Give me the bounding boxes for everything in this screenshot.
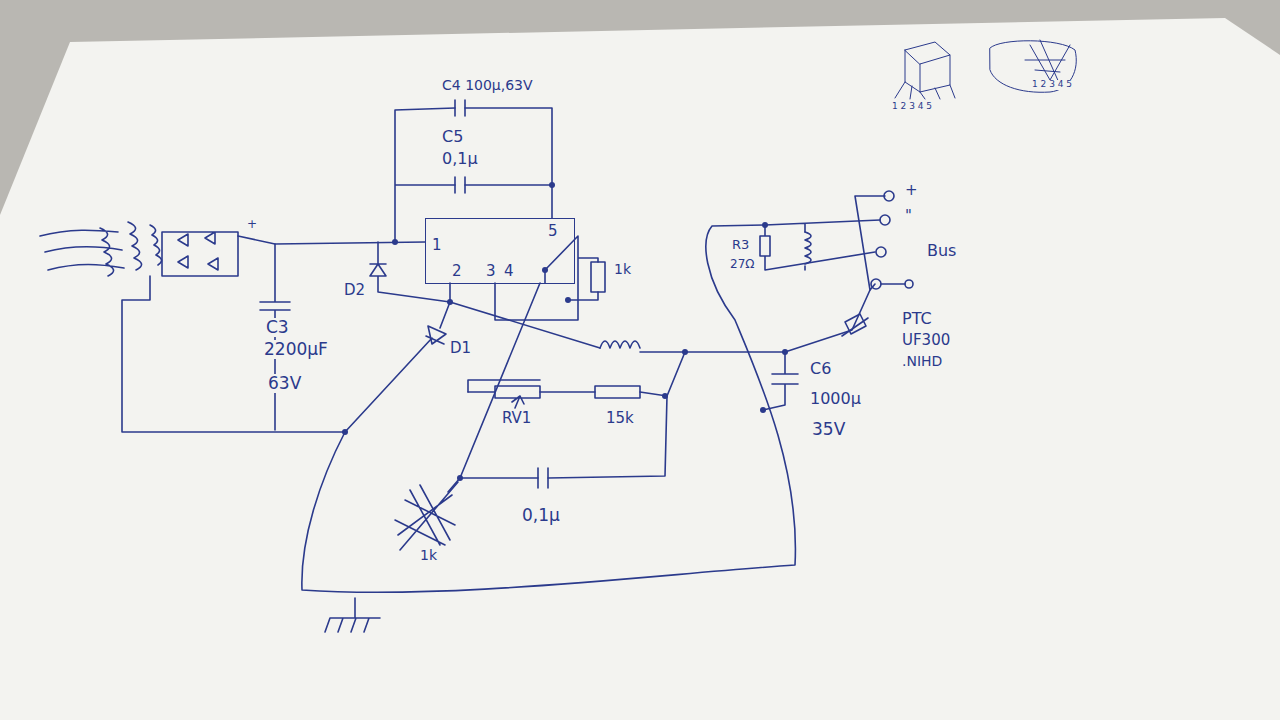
component-label: RV1: [500, 410, 533, 427]
ptc-symbol: [842, 314, 868, 336]
inductor-symbol: [805, 232, 811, 264]
wire: [881, 283, 905, 285]
component-label: 1 2 3 4 5: [1030, 80, 1074, 90]
terminal: [876, 247, 886, 257]
component-label: UF300: [900, 332, 952, 349]
wire: [122, 276, 345, 432]
wire: [855, 196, 885, 290]
diode-symbol: [426, 326, 446, 344]
resistor-symbol: [591, 262, 605, 292]
wire: [448, 283, 685, 492]
capacitor-symbol: [455, 100, 465, 193]
pin-number: 1: [432, 237, 442, 254]
paper-sheet: [0, 18, 1280, 720]
component-label: C4 100µ,63V: [440, 78, 535, 93]
scribble: [395, 482, 458, 550]
resistor-symbol: [760, 220, 880, 270]
component-label: +: [903, 182, 920, 199]
component-label: 1 2 3 4 5: [890, 102, 934, 112]
inductor-symbol: [600, 341, 640, 348]
pin-number: 2: [452, 263, 462, 280]
component-label: 0,1µ: [520, 506, 562, 525]
ground-symbol: [325, 598, 380, 632]
bridge-rectifier: [162, 232, 238, 276]
sketch: [895, 42, 955, 99]
component-label: 2200µF: [262, 340, 330, 359]
resistor-symbol: [595, 386, 640, 398]
component-label: +: [245, 218, 259, 231]
wire: [345, 283, 450, 432]
component-label: .NIHD: [900, 354, 944, 369]
terminal: [880, 215, 890, 225]
component-label: 35V: [810, 420, 847, 439]
component-label: 63V: [266, 374, 303, 393]
component-label: 1000µ: [808, 390, 863, 408]
component-label: R3: [730, 238, 751, 252]
pin-number: 4: [504, 263, 514, 280]
regulator-ic: 1 5 2 34: [425, 218, 575, 284]
component-label: D2: [342, 282, 367, 299]
component-label: 1k: [418, 548, 439, 563]
wire: [302, 225, 796, 592]
capacitor-symbol: [260, 244, 290, 430]
component-label: Bus: [925, 242, 958, 260]
junction-dots: [342, 182, 788, 481]
wire: [238, 236, 425, 244]
terminal: [871, 279, 881, 289]
component-label: C5: [440, 128, 465, 146]
component-label: C3: [264, 318, 291, 337]
component-label: D1: [448, 340, 473, 357]
pin-number: 3: [486, 263, 496, 280]
wire: [395, 108, 552, 242]
component-label: PTC: [900, 310, 934, 328]
component-label: C6: [808, 360, 833, 378]
sketch: [990, 40, 1076, 92]
wire: [450, 290, 870, 352]
capacitor-symbol: [538, 468, 548, 488]
transformer-symbol: [40, 222, 162, 276]
wire: [495, 236, 598, 320]
terminal: [884, 191, 894, 201]
component-label: 27Ω: [728, 258, 756, 271]
component-label: 15k: [604, 410, 636, 427]
component-label: ": [903, 208, 914, 225]
terminal: [905, 280, 913, 288]
component-label: 0,1µ: [440, 150, 480, 168]
capacitor-symbol: [763, 352, 798, 410]
potentiometer-symbol: [468, 380, 540, 408]
pin-number: 5: [548, 223, 558, 240]
component-label: 1k: [612, 262, 633, 277]
